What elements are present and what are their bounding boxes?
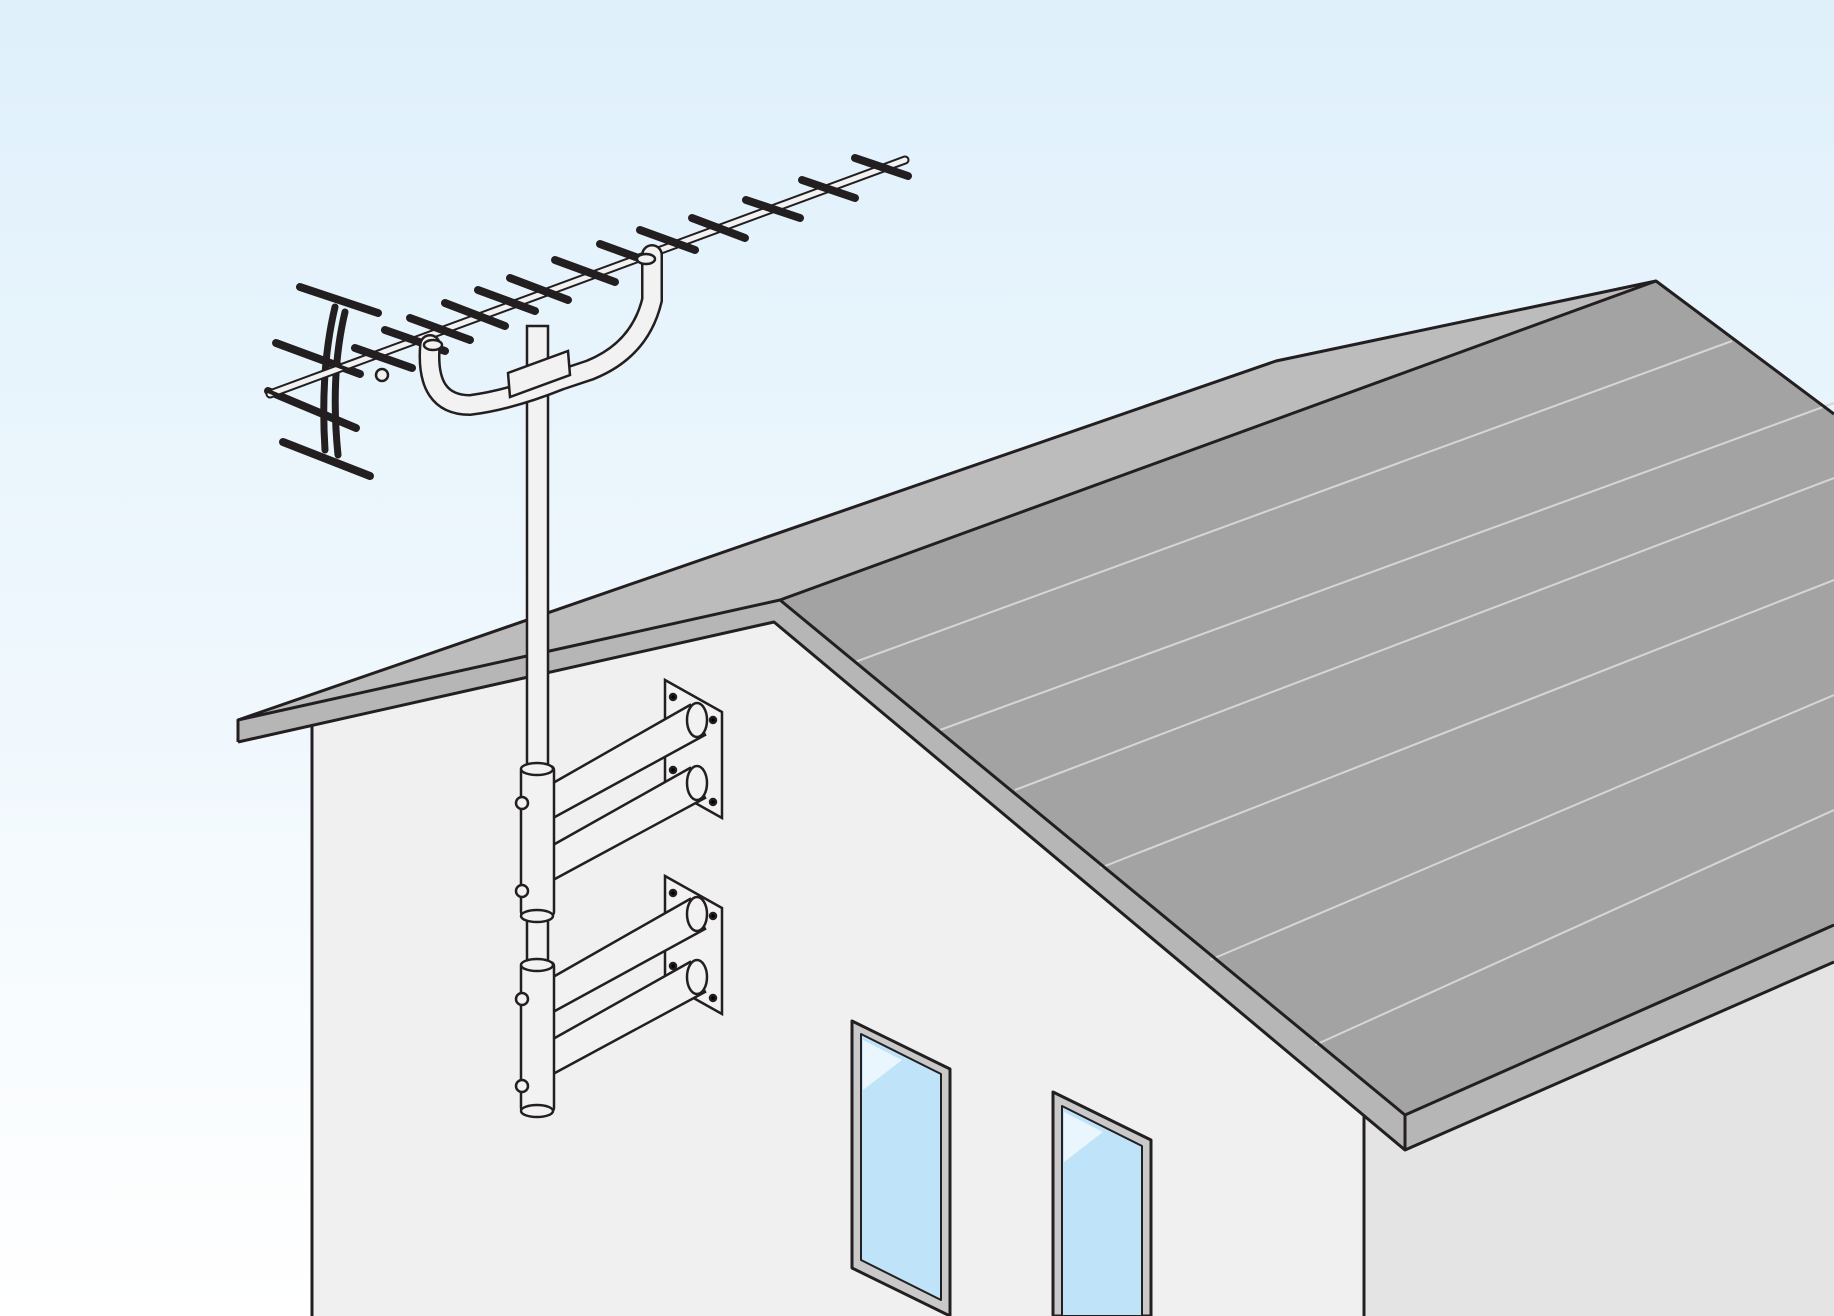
window-icon (850, 1019, 952, 1316)
window-icon (1051, 1090, 1153, 1316)
antenna-icon (264, 154, 912, 480)
roof-main-plane (780, 281, 1834, 1115)
side-wall (1364, 930, 1834, 1316)
house (236, 279, 1834, 1316)
antenna-mast (514, 324, 556, 1119)
roof-back-plane (238, 281, 1656, 720)
wall-bracket-lower (551, 873, 724, 1077)
wall-bracket-upper (551, 677, 724, 883)
roof-eave (1405, 925, 1834, 1150)
roof-fascia-left (238, 600, 780, 742)
house-outlines (236, 279, 1834, 1316)
roof-fascia-right (774, 600, 1405, 1150)
antenna-clamp (506, 349, 572, 399)
roof-seams (854, 340, 1834, 1046)
